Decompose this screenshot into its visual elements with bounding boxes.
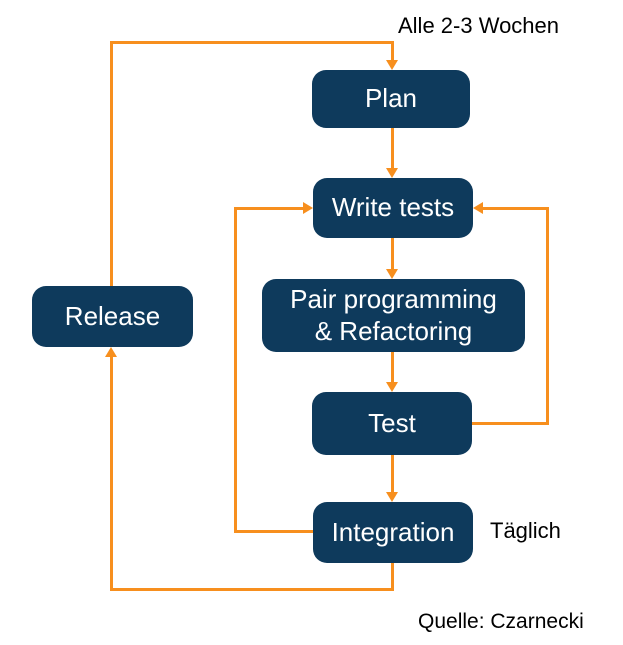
edge-pair-to-test-arrowhead — [386, 382, 398, 392]
edge-integration-to-release-segment-down — [391, 563, 394, 591]
edge-integration-to-write-tests-segment-top — [234, 207, 303, 210]
edge-plan-to-write-tests-arrowhead — [386, 168, 398, 178]
edge-write-tests-to-pair-segment — [391, 238, 394, 269]
edge-integration-to-release-arrowhead — [105, 347, 117, 357]
edge-plan-to-write-tests-segment — [391, 128, 394, 168]
node-pair-programming-label-line2: & Refactoring — [314, 315, 473, 346]
edge-integration-to-write-tests-segment-vertical — [234, 207, 237, 533]
edge-integration-to-write-tests-segment-bottom — [234, 530, 313, 533]
node-pair-programming-label-line1: Pair programming — [290, 283, 497, 314]
edge-integration-to-release-segment-bottom — [110, 588, 394, 591]
node-release: Release — [32, 286, 193, 347]
edge-pair-to-test-segment — [391, 352, 394, 382]
edge-release-to-plan-arrowhead — [386, 60, 398, 70]
node-write-tests-label: Write tests — [331, 192, 455, 223]
edge-test-to-write-tests-segment-bottom — [472, 422, 549, 425]
edge-integration-to-write-tests-arrowhead — [303, 202, 313, 214]
node-write-tests: Write tests — [313, 178, 473, 238]
edge-test-to-write-tests-segment-vertical — [546, 207, 549, 425]
edge-release-to-plan-segment-down — [391, 41, 394, 60]
edge-release-to-plan-segment-top — [110, 41, 394, 44]
node-release-label: Release — [64, 300, 161, 331]
cycle-frequency-label: Alle 2-3 Wochen — [398, 13, 560, 38]
source-credit-label: Quelle: Czarnecki — [418, 610, 584, 633]
edge-test-to-integration-segment — [391, 455, 394, 492]
node-integration: Integration — [313, 502, 473, 563]
node-integration-label: Integration — [331, 516, 455, 547]
node-pair-programming: Pair programming & Refactoring — [262, 279, 525, 352]
node-plan-label: Plan — [364, 83, 418, 114]
edge-test-to-write-tests-segment-top — [483, 207, 546, 210]
edge-release-to-plan-segment-left — [110, 41, 113, 286]
node-test: Test — [312, 392, 472, 455]
edge-integration-to-release-segment-up — [110, 357, 113, 591]
edge-write-tests-to-pair-arrowhead — [386, 269, 398, 279]
edge-test-to-integration-arrowhead — [386, 492, 398, 502]
node-plan: Plan — [312, 70, 470, 128]
node-test-label: Test — [368, 407, 416, 438]
daily-frequency-label: Täglich — [490, 518, 561, 543]
edge-test-to-write-tests-arrowhead — [473, 202, 483, 214]
